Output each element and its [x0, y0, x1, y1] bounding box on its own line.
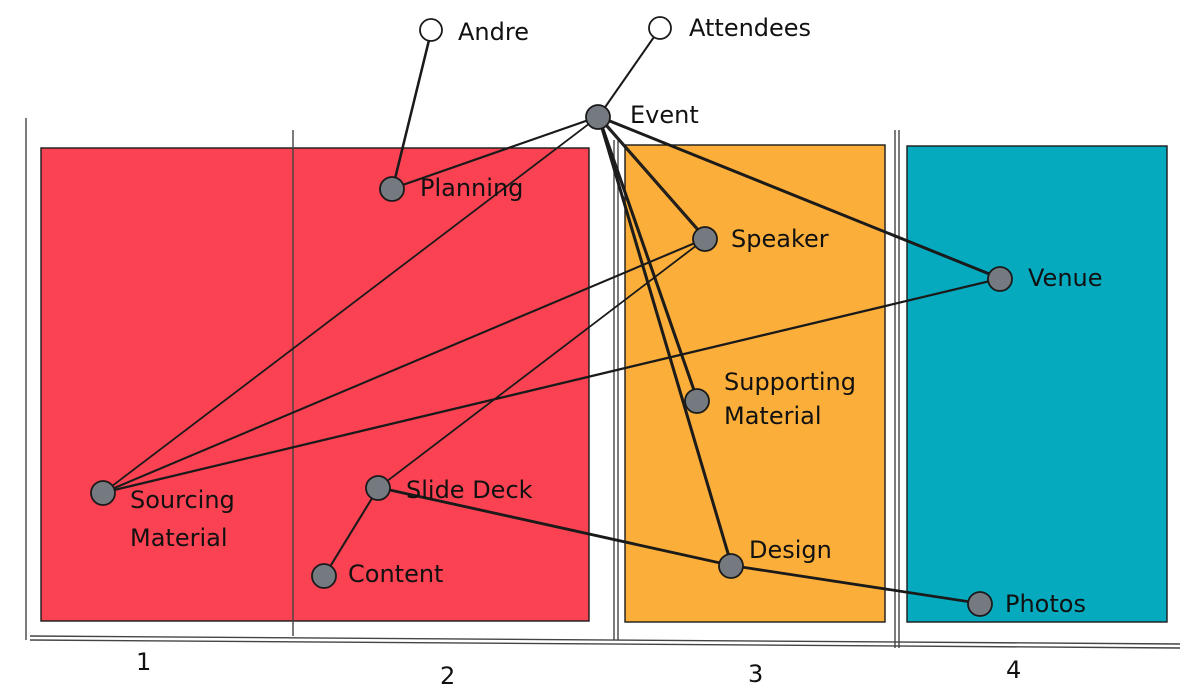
node-design[interactable]	[718, 553, 744, 579]
edge-speaker-to-slide-deck-stroke2	[378, 237, 708, 488]
edge-event-to-design	[597, 116, 732, 567]
edge-design-to-photos-stroke2	[731, 564, 983, 604]
horizontal-baseline-double	[29, 635, 1181, 645]
stage-label-2: 2	[440, 662, 455, 690]
label-sourcing-material-line2: Material	[130, 524, 228, 552]
node-andre[interactable]	[419, 18, 443, 42]
label-venue: Venue	[1028, 264, 1103, 292]
label-planning: Planning	[420, 174, 523, 202]
region-stage-4	[906, 145, 1168, 623]
node-photos[interactable]	[967, 591, 993, 617]
edge-speaker-to-sourcing-material-stroke2	[103, 237, 708, 493]
stage-regions	[40, 144, 1168, 623]
stage-label-1: 1	[136, 648, 151, 676]
label-speaker: Speaker	[731, 225, 829, 253]
edge-venue-to-sourcing-material-stroke2	[103, 277, 1003, 493]
edge-event-to-sourcing-material-stroke2	[103, 115, 601, 493]
node-slide-deck[interactable]	[365, 475, 391, 501]
region-stage-1-2	[40, 147, 590, 622]
node-venue[interactable]	[987, 266, 1013, 292]
region-stage-3	[624, 144, 886, 623]
edge-event-to-supporting-material-stroke2	[598, 115, 700, 401]
stage-label-3: 3	[748, 660, 763, 688]
node-speaker[interactable]	[692, 226, 718, 252]
node-sourcing-material[interactable]	[90, 480, 116, 506]
label-attendees: Attendees	[689, 14, 811, 42]
node-group	[90, 16, 1013, 617]
label-content: Content	[348, 560, 443, 588]
edge-event-to-venue	[597, 116, 1001, 280]
edge-group	[102, 26, 1003, 605]
label-slide-deck: Slide Deck	[406, 476, 533, 504]
node-event[interactable]	[585, 104, 611, 130]
node-attendees[interactable]	[648, 16, 672, 40]
edge-design-to-photos	[730, 565, 981, 605]
horizontal-baseline	[29, 639, 1181, 649]
edge-event-to-speaker	[597, 116, 706, 240]
edge-andre-to-planning	[391, 29, 432, 190]
label-photos: Photos	[1005, 590, 1086, 618]
edge-event-to-supporting-material	[597, 116, 698, 402]
label-supporting-material-line1: Supporting	[724, 368, 856, 396]
stage-labels: 1 2 3 4	[136, 648, 1021, 690]
edge-event-to-planning-stroke2	[392, 115, 601, 189]
stage-label-4: 4	[1006, 656, 1021, 684]
label-andre: Andre	[458, 18, 529, 46]
edge-slide-deck-to-design	[377, 487, 732, 567]
label-supporting-material-line2: Material	[724, 402, 822, 430]
node-labels: Andre Attendees Event Planning Speaker V…	[130, 14, 1103, 618]
edge-event-to-venue-stroke2	[598, 115, 1003, 279]
column-guides	[25, 118, 1181, 649]
edge-andre-to-planning-stroke2	[392, 28, 434, 189]
edge-event-to-design-stroke2	[598, 115, 734, 566]
edge-slide-deck-to-content-stroke2	[324, 486, 381, 576]
label-event: Event	[630, 101, 699, 129]
label-design: Design	[749, 536, 832, 564]
edge-slide-deck-to-design-stroke2	[378, 486, 734, 566]
node-planning[interactable]	[379, 176, 405, 202]
edge-event-to-speaker-stroke2	[598, 115, 708, 239]
node-supporting-material[interactable]	[684, 388, 710, 414]
edge-attendees-to-event-stroke2	[598, 26, 663, 117]
label-sourcing-material-line1: Sourcing	[130, 486, 235, 514]
node-content[interactable]	[311, 563, 337, 589]
